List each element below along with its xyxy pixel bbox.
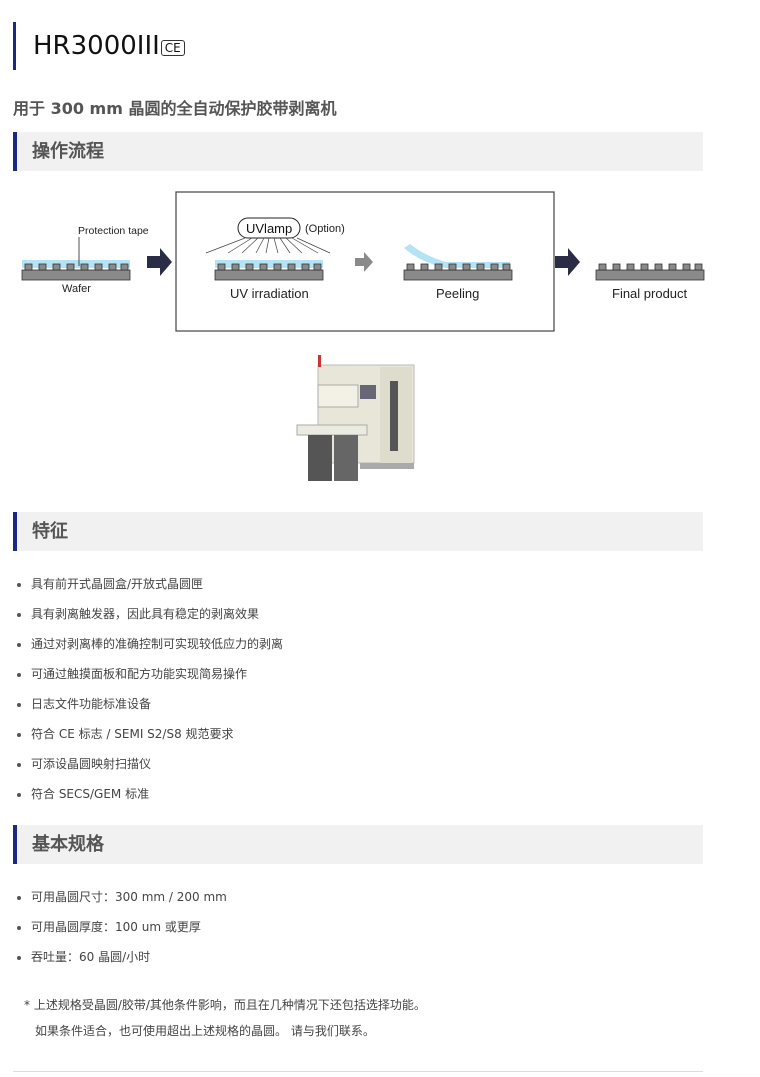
list-item: 具有前开式晶圆盒/开放式晶圆匣 [13,576,283,606]
list-item: 吞吐量：60 晶圆/小时 [13,949,227,979]
protection-tape [22,260,130,268]
label-peeling: Peeling [436,286,479,301]
ce-mark-icon: CE [160,40,185,56]
arrow-icon [147,248,172,276]
wafer-shape [595,263,705,281]
list-item: 符合 CE 标志 / SEMI S2/S8 规范要求 [13,726,283,756]
note-line-1: * 上述规格受晶圆/胶带/其他条件影响，而且在几种情况下还包括选择功能。 [24,998,426,1012]
list-item: 通过对剥离棒的准确控制可实现较低应力的剥离 [13,636,283,666]
list-item: 可用晶圆厚度：100 um 或更厚 [13,919,227,949]
list-item: 日志文件功能标准设备 [13,696,283,726]
list-item: 可通过触摸面板和配方功能实现简易操作 [13,666,283,696]
process-diagram: Protection tape Wafer UVlamp (Option) UV… [21,191,705,332]
section-heading-specs: 基本规格 [13,825,703,864]
divider [13,1071,703,1072]
list-item: 可用晶圆尺寸：300 mm / 200 mm [13,889,227,919]
machine-photo [296,355,415,481]
peeled-tape [404,244,510,268]
label-protection-tape: Protection tape [78,225,149,237]
process-box [175,191,555,332]
list-item: 符合 SECS/GEM 标准 [13,786,283,816]
uv-rays [205,237,331,254]
spec-note: * 上述规格受晶圆/胶带/其他条件影响，而且在几种情况下还包括选择功能。 如果条… [24,992,426,1044]
label-wafer: Wafer [62,283,91,295]
note-line-2: 如果条件适合，也可使用超出上述规格的晶圆。 请与我们联系。 [35,1024,375,1038]
section-heading-process: 操作流程 [13,132,703,171]
list-item: 可添设晶圆映射扫描仪 [13,756,283,786]
product-name: HR3000III [33,31,160,61]
product-subtitle: 用于 300 mm 晶圆的全自动保护胶带剥离机 [13,99,337,118]
arrow-icon [555,248,580,276]
label-uv-lamp: UVlamp [246,221,292,236]
section-heading-features: 特征 [13,512,703,551]
label-option: (Option) [305,223,345,235]
arrow-icon [355,252,373,272]
label-uv-irradiation: UV irradiation [230,286,309,301]
features-list: 具有前开式晶圆盒/开放式晶圆匣 具有剥离触发器，因此具有稳定的剥离效果 通过对剥… [13,576,283,816]
label-final-product: Final product [612,286,688,301]
specs-list: 可用晶圆尺寸：300 mm / 200 mm 可用晶圆厚度：100 um 或更厚… [13,889,227,979]
list-item: 具有剥离触发器，因此具有稳定的剥离效果 [13,606,283,636]
